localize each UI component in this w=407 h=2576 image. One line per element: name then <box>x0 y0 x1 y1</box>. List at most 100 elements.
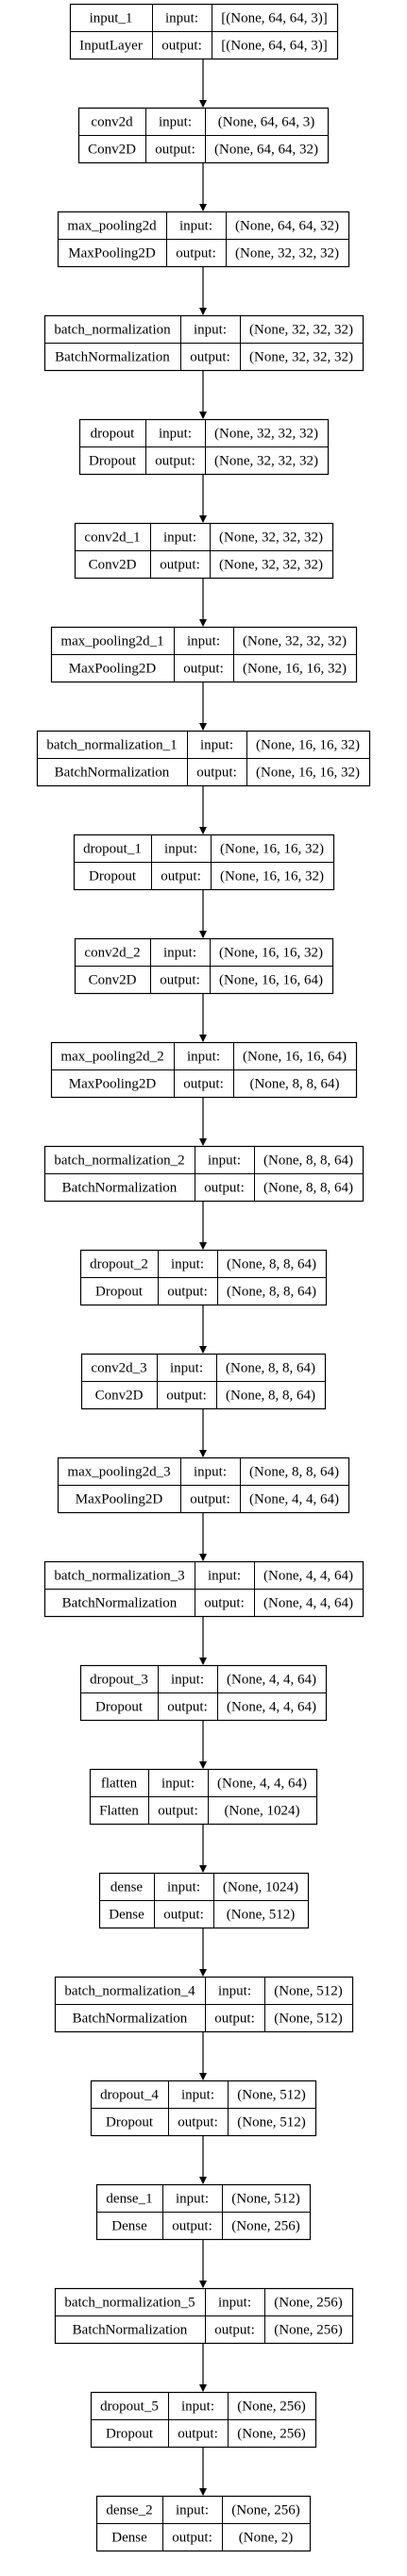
output-label: output: <box>204 1181 245 1196</box>
input-shape: [(None, 64, 64, 3)] <box>221 11 327 26</box>
layer-name: conv2d_1 <box>84 530 140 546</box>
input-shape: (None, 16, 16, 64) <box>243 1050 347 1065</box>
layer-type: Flatten <box>99 1804 139 1819</box>
input-shape: (None, 8, 8, 64) <box>227 1257 316 1272</box>
input-shape: (None, 512) <box>274 1984 342 1999</box>
layer-name: conv2d <box>91 115 133 130</box>
layer-name: batch_normalization_2 <box>54 1153 184 1169</box>
input-label: input: <box>176 2192 209 2207</box>
input-label: input: <box>171 1257 204 1272</box>
output-label: output: <box>155 143 195 158</box>
output-label: output: <box>167 1285 208 1300</box>
input-shape: (None, 4, 4, 64) <box>227 1673 316 1688</box>
layer-name: dropout_2 <box>90 1257 148 1272</box>
output-label: output: <box>172 2219 212 2234</box>
layer-type: BatchNormalization <box>55 766 170 781</box>
input-shape: (None, 4, 4, 64) <box>263 1569 353 1584</box>
input-label: input: <box>163 530 196 546</box>
layer-name: dropout_1 <box>83 842 142 857</box>
layer-name: batch_normalization_1 <box>46 738 177 753</box>
layer-type: Conv2D <box>88 143 136 158</box>
output-shape: (None, 1024) <box>225 1804 300 1819</box>
input-shape: (None, 4, 4, 64) <box>217 1776 307 1792</box>
layer-name: dropout <box>91 427 135 442</box>
input-label: input: <box>208 1569 241 1584</box>
layer-type: Conv2D <box>95 1389 144 1404</box>
output-shape: (None, 512) <box>237 2115 305 2130</box>
input-shape: (None, 512) <box>237 2088 305 2103</box>
input-shape: (None, 16, 16, 32) <box>219 946 323 961</box>
layer-type: Dropout <box>89 454 137 469</box>
layer-name: batch_normalization <box>54 323 171 338</box>
input-label: input: <box>159 115 192 130</box>
output-label: output: <box>176 246 216 261</box>
layer-type: MaxPooling2D <box>69 1077 157 1092</box>
input-label: input: <box>164 842 197 857</box>
layer-name: conv2d_2 <box>84 946 140 961</box>
input-label: input: <box>159 427 192 442</box>
output-shape: (None, 64, 64, 32) <box>214 143 318 158</box>
layer-type: BatchNormalization <box>73 2012 188 2027</box>
output-shape: (None, 16, 16, 32) <box>220 869 324 884</box>
output-label: output: <box>161 39 202 54</box>
layer-type: Dropout <box>89 869 137 884</box>
output-label: output: <box>183 1077 224 1092</box>
layer-type: BatchNormalization <box>73 2323 188 2338</box>
layer-type: Conv2D <box>89 558 137 573</box>
input-label: input: <box>167 1880 200 1895</box>
layer-name: dropout_3 <box>90 1673 148 1688</box>
layer-node: max_pooling2d_1MaxPooling2Dinput:output:… <box>50 626 358 683</box>
layer-name: max_pooling2d_1 <box>60 634 163 649</box>
output-shape: (None, 2) <box>239 2531 293 2546</box>
output-label: output: <box>161 869 201 884</box>
output-shape: (None, 512) <box>274 2012 342 2027</box>
layer-type: Dense <box>111 2531 147 2546</box>
output-shape: (None, 512) <box>227 1908 295 1923</box>
output-label: output: <box>167 1700 208 1715</box>
layer-name: input_1 <box>90 11 133 26</box>
layer-name: max_pooling2d <box>67 219 157 234</box>
input-label: input: <box>194 323 227 338</box>
output-label: output: <box>190 350 230 365</box>
input-label: input: <box>181 2088 214 2103</box>
input-label: input: <box>194 1465 227 1480</box>
input-label: input: <box>176 2503 209 2518</box>
layer-node: max_pooling2d_3MaxPooling2Dinput:output:… <box>57 1456 350 1514</box>
input-shape: (None, 16, 16, 32) <box>256 738 360 753</box>
layer-name: dropout_5 <box>100 2399 159 2415</box>
layer-name: dropout_4 <box>100 2088 159 2103</box>
input-shape: (None, 32, 32, 32) <box>219 530 323 546</box>
layer-type: Dropout <box>95 1285 144 1300</box>
output-label: output: <box>160 973 200 988</box>
input-shape: (None, 64, 64, 32) <box>235 219 339 234</box>
output-shape: (None, 8, 8, 64) <box>263 1181 353 1196</box>
input-label: input: <box>218 1984 251 1999</box>
layer-name: dense <box>110 1880 143 1895</box>
output-shape: (None, 16, 16, 64) <box>219 973 323 988</box>
input-shape: (None, 512) <box>231 2192 299 2207</box>
layer-name: conv2d_3 <box>91 1361 146 1376</box>
layer-type: Dense <box>111 2219 147 2234</box>
input-label: input: <box>187 1050 220 1065</box>
output-shape: (None, 32, 32, 32) <box>235 246 339 261</box>
input-shape: (None, 8, 8, 64) <box>263 1153 353 1169</box>
output-label: output: <box>178 2115 218 2130</box>
layer-node: batch_normalization_2BatchNormalizationi… <box>43 1145 365 1203</box>
output-shape: (None, 256) <box>274 2323 342 2338</box>
input-shape: (None, 32, 32, 32) <box>249 323 353 338</box>
output-shape: (None, 256) <box>237 2427 305 2442</box>
layer-name: batch_normalization_4 <box>64 1984 195 1999</box>
input-label: input: <box>200 738 233 753</box>
layer-node: batch_normalization_5BatchNormalizationi… <box>54 2287 354 2345</box>
